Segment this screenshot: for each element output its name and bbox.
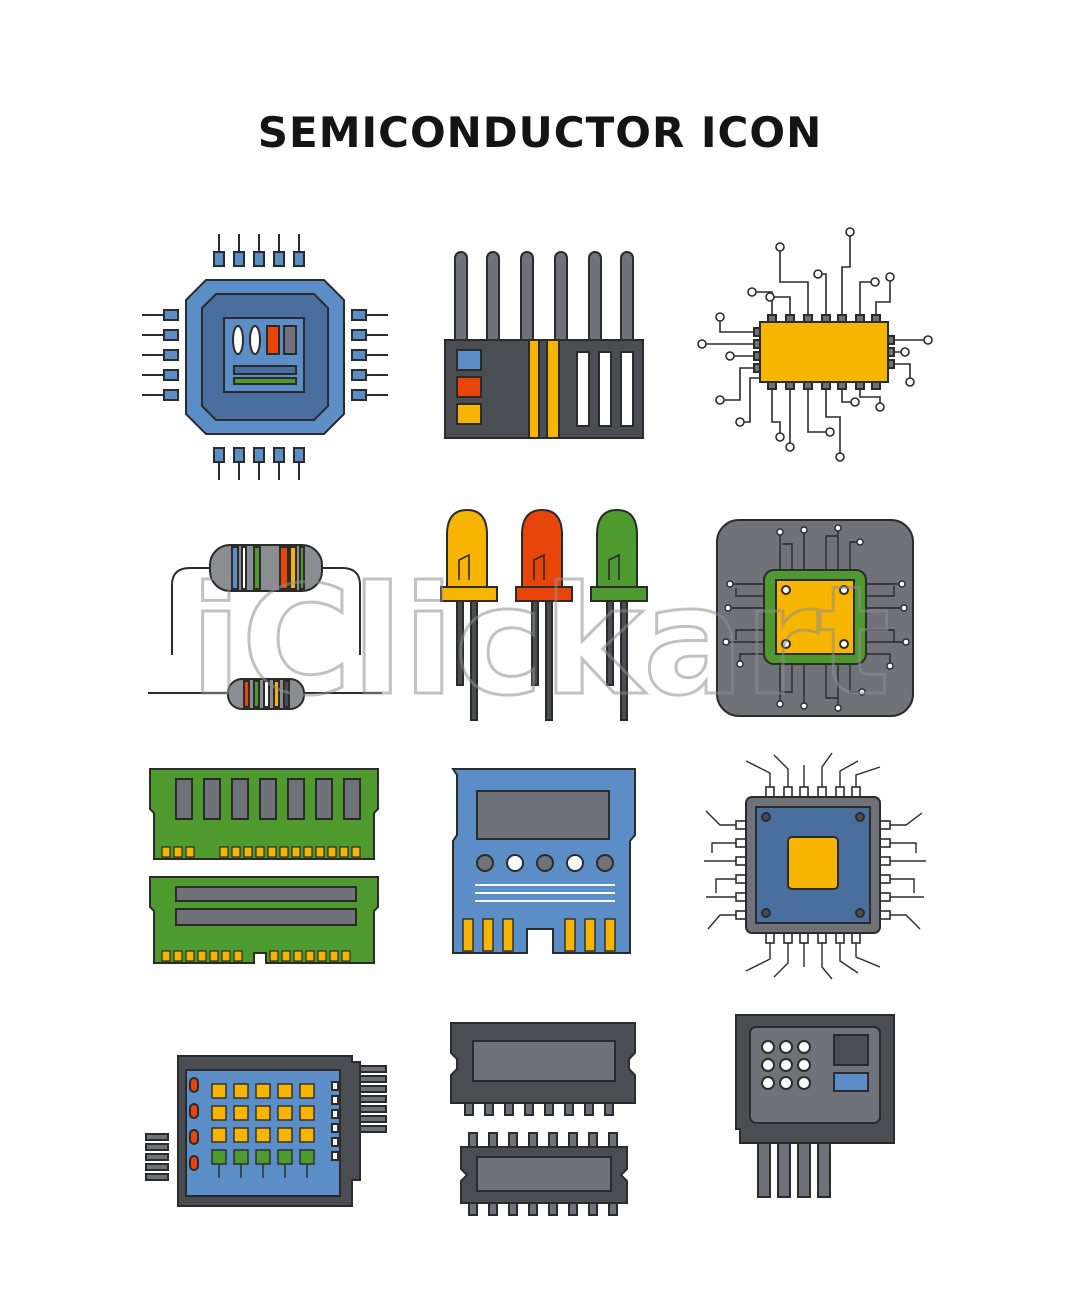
ram-module-icon	[130, 755, 400, 1025]
power-module-icon	[405, 222, 675, 492]
sensor-module-icon	[680, 1005, 950, 1275]
dip-ic-icon	[405, 1005, 675, 1275]
led-icon	[405, 495, 675, 765]
resistor-icon	[130, 505, 400, 775]
circuit-chip-icon	[680, 222, 950, 492]
processor-chip-icon	[130, 222, 400, 492]
page-title: SEMICONDUCTOR ICON	[257, 108, 823, 157]
microchip-icon	[680, 745, 950, 1015]
led-display-module-icon	[130, 1010, 400, 1280]
memory-card-icon	[405, 755, 675, 1025]
cpu-board-icon	[680, 492, 950, 762]
